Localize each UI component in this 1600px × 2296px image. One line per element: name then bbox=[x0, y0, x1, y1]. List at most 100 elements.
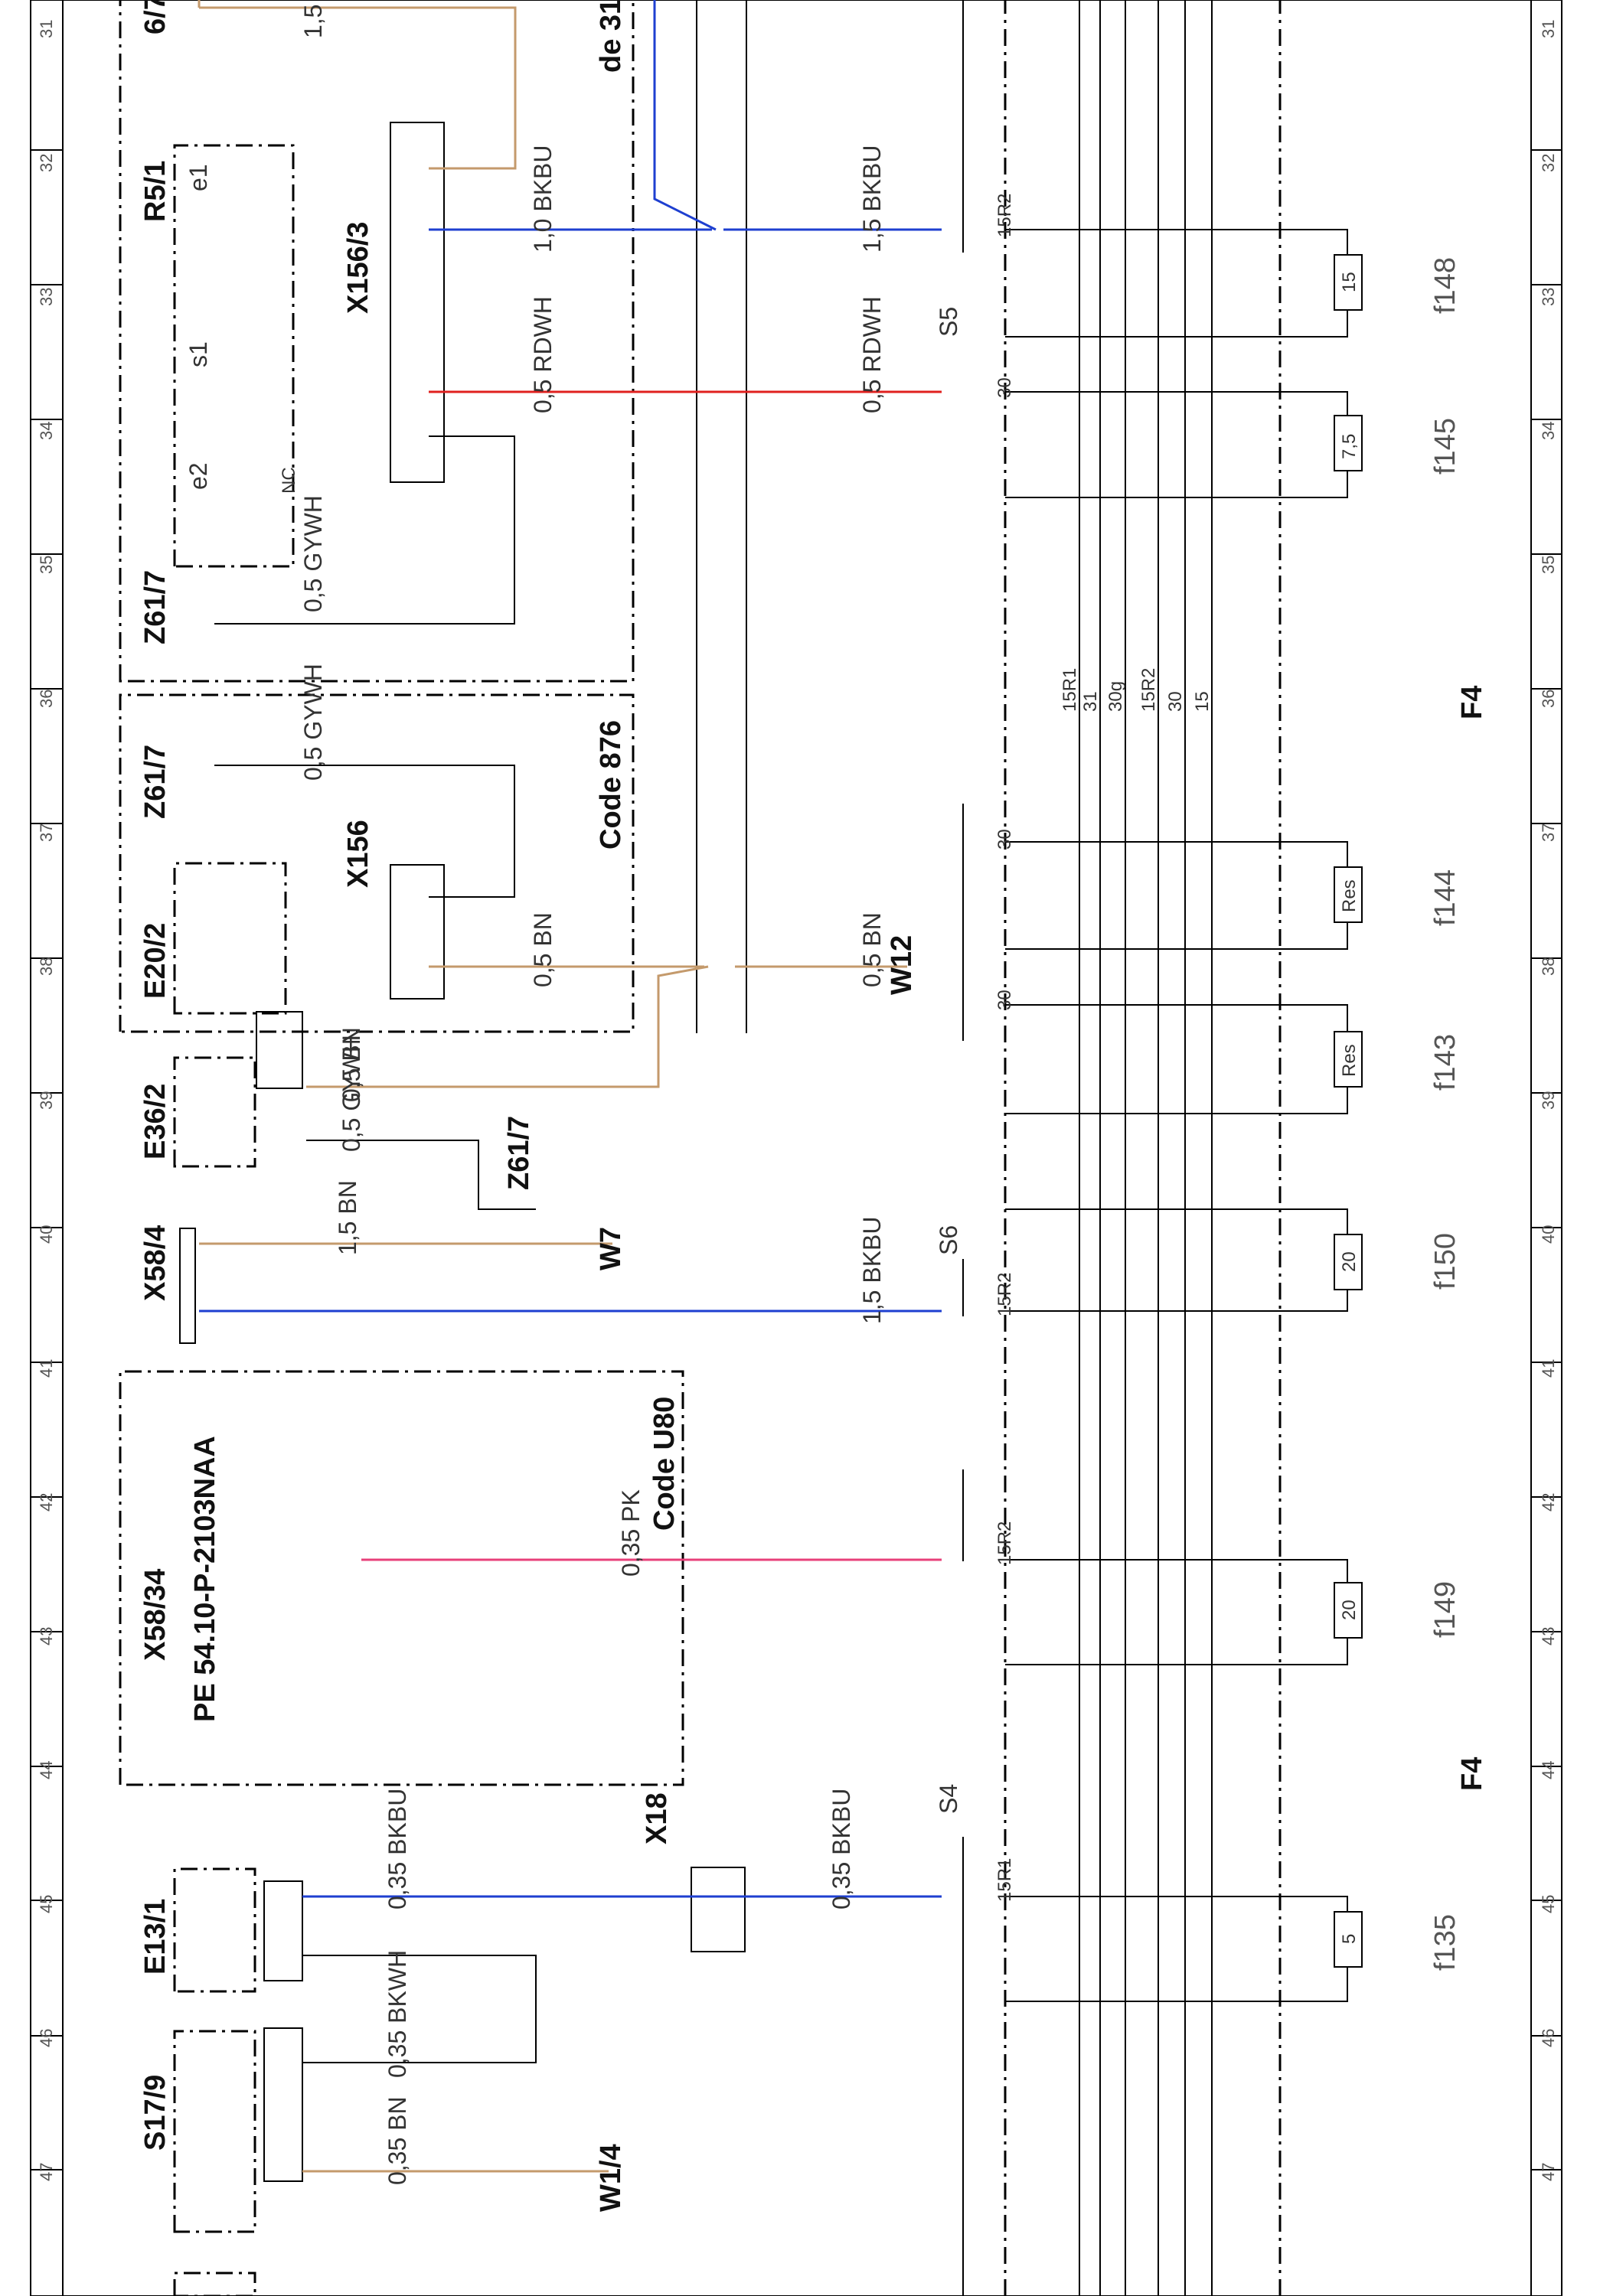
frame-grid bbox=[30, 0, 1562, 2296]
wire-blue-drop bbox=[653, 0, 717, 231]
label-s4: S4 bbox=[935, 1784, 962, 1814]
label-w1-4: W1/4 bbox=[595, 2144, 627, 2212]
grid-43: 43 bbox=[37, 1627, 56, 1645]
term-30-a: 30 bbox=[994, 377, 1015, 398]
wire-label-0-35-bkwh: 0,35 BKWH bbox=[384, 1950, 411, 2078]
labels: R5/1 e1 s1 e2 NC Z61/7 Z61/7 E20/2 E36/2… bbox=[139, 0, 1488, 2212]
label-e2: e2 bbox=[184, 462, 212, 490]
x156-3-housing bbox=[390, 122, 445, 483]
label-z61-7a: Z61/7 bbox=[139, 570, 171, 644]
wire-brown-top bbox=[198, 0, 517, 170]
grid-r-38: 38 bbox=[1539, 957, 1558, 976]
label-x58-4: X58/4 bbox=[139, 1225, 171, 1301]
fuse-label-f150: f150 bbox=[1429, 1233, 1461, 1290]
label-e36-2: E36/2 bbox=[139, 1084, 171, 1159]
fuse-label-f135: f135 bbox=[1429, 1914, 1461, 1971]
label-x156-3: X156/3 bbox=[342, 222, 374, 314]
wire-label-0-5-rdwh-b: 0,5 RDWH bbox=[858, 296, 886, 413]
grid-34: 34 bbox=[37, 422, 56, 440]
grid-32: 32 bbox=[37, 154, 56, 172]
grid-r-33: 33 bbox=[1539, 288, 1558, 306]
label-f4-a: F4 bbox=[1456, 686, 1488, 719]
s17-9-housing bbox=[263, 2027, 303, 2182]
wire-label-0-35-bkbu-a: 0,35 BKBU bbox=[384, 1789, 411, 1910]
x58-4-housing bbox=[179, 1228, 196, 1344]
grid-39: 39 bbox=[37, 1091, 56, 1110]
wire-0-5-bn-e36 bbox=[306, 965, 709, 1088]
grid-33: 33 bbox=[37, 288, 56, 306]
grid-40: 40 bbox=[37, 1225, 56, 1244]
label-z61-7c: Z61/7 bbox=[503, 1116, 535, 1190]
label-z61-7b: Z61/7 bbox=[139, 745, 171, 819]
label-s6: S6 bbox=[935, 1225, 962, 1255]
wire-0-5-gywh-top bbox=[214, 435, 515, 625]
grid-r-36: 36 bbox=[1539, 690, 1558, 708]
wire-label-0-5-gywh-a: 0,5 GYWH bbox=[299, 495, 327, 612]
bus-label-15r2: 15R2 bbox=[1138, 668, 1159, 712]
grid-37: 37 bbox=[37, 823, 56, 842]
grid-r-35: 35 bbox=[1539, 556, 1558, 574]
wire-label-0-35-pk: 0,35 PK bbox=[617, 1489, 645, 1577]
label-x18: X18 bbox=[641, 1792, 673, 1844]
label-x156: X156 bbox=[342, 820, 374, 888]
label-e20-2: E20/2 bbox=[139, 923, 171, 999]
grid-42: 42 bbox=[37, 1493, 56, 1512]
term-15r2-b: 15R2 bbox=[994, 1273, 1015, 1316]
grid-r-32: 32 bbox=[1539, 154, 1558, 172]
wire-label-0-5-bn-b: 0,5 BN bbox=[858, 912, 886, 987]
grid-36: 36 bbox=[37, 690, 56, 708]
label-nc: NC bbox=[279, 467, 299, 494]
grid-r-43: 43 bbox=[1539, 1627, 1558, 1645]
fuse-label-f145: f145 bbox=[1429, 418, 1461, 475]
grid-r-39: 39 bbox=[1539, 1091, 1558, 1110]
e36-2-box bbox=[173, 1056, 256, 1168]
label-pe-ref: PE 54.10-P-2103NAA bbox=[189, 1436, 221, 1722]
grid-numbers-right: 31 32 33 34 35 36 37 38 39 40 41 42 43 4… bbox=[1539, 20, 1558, 2181]
label-r5-1: R5/1 bbox=[139, 161, 171, 222]
wire-label-0-5-bn-a: 0,5 BN bbox=[529, 912, 557, 987]
grid-r-40: 40 bbox=[1539, 1225, 1558, 1244]
label-code-top: de 311 bbox=[595, 0, 627, 73]
label-w12: W12 bbox=[886, 935, 918, 995]
wire-0-35-bkwh bbox=[302, 1955, 537, 2063]
wire-label-1-5-bkbu-top: 1,5 BKBU bbox=[858, 145, 886, 253]
term-15r1: 15R1 bbox=[994, 1858, 1015, 1902]
wire-0-5-gywh-e36 bbox=[306, 1140, 536, 1210]
e13-1-housing bbox=[263, 1880, 303, 1981]
wire-label-1-5-bn-b: 1,5 BN bbox=[334, 1180, 361, 1255]
wire-label-0-5-rdwh-a: 0,5 RDWH bbox=[529, 296, 557, 413]
wires bbox=[198, 0, 942, 2173]
bus-label-15: 15 bbox=[1192, 691, 1213, 712]
grid-31: 31 bbox=[37, 20, 56, 38]
fuse-label-f149: f149 bbox=[1429, 1581, 1461, 1638]
fuse-value-f145: 7,5 bbox=[1339, 434, 1360, 459]
grid-r-42: 42 bbox=[1539, 1493, 1558, 1512]
connector-housings bbox=[179, 0, 964, 2296]
wire-0-5-gywh-mid bbox=[214, 765, 515, 898]
grid-47: 47 bbox=[37, 2163, 56, 2181]
wire-label-1-0-bkbu: 1,0 BKBU bbox=[529, 145, 557, 253]
bus-label-31: 31 bbox=[1080, 691, 1101, 712]
label-code-u80: Code U80 bbox=[648, 1397, 681, 1531]
grid-45: 45 bbox=[37, 1895, 56, 1913]
grid-38: 38 bbox=[37, 957, 56, 976]
wire-label-1-5-bkbu-b: 1,5 BKBU bbox=[858, 1216, 886, 1324]
grid-44: 44 bbox=[37, 1761, 56, 1779]
wire-label-0-35-bkbu-b: 0,35 BKBU bbox=[828, 1789, 855, 1910]
code-876-box bbox=[119, 693, 635, 1033]
x156-housing bbox=[390, 864, 445, 1000]
e13-1-box bbox=[173, 1867, 256, 1993]
x18-housing bbox=[691, 1867, 746, 1952]
grid-r-34: 34 bbox=[1539, 422, 1558, 440]
fuse-value-f143: Res bbox=[1339, 1044, 1360, 1077]
fuse-label-f144: f144 bbox=[1429, 869, 1461, 926]
wire-label-0-5-bn-c: 0,5 BN bbox=[338, 1027, 365, 1102]
bottom-box bbox=[173, 2272, 256, 2296]
fuse-value-f148: 15 bbox=[1339, 272, 1360, 292]
wire-label-0-5-gywh-c: 0,5 GYWH bbox=[338, 1035, 365, 1152]
label-s1: s1 bbox=[184, 341, 212, 367]
bus-label-30: 30 bbox=[1165, 691, 1186, 712]
label-code-876: Code 876 bbox=[595, 720, 627, 850]
label-x58-34: X58/34 bbox=[139, 1569, 171, 1661]
bus-bars bbox=[1079, 0, 1213, 2296]
